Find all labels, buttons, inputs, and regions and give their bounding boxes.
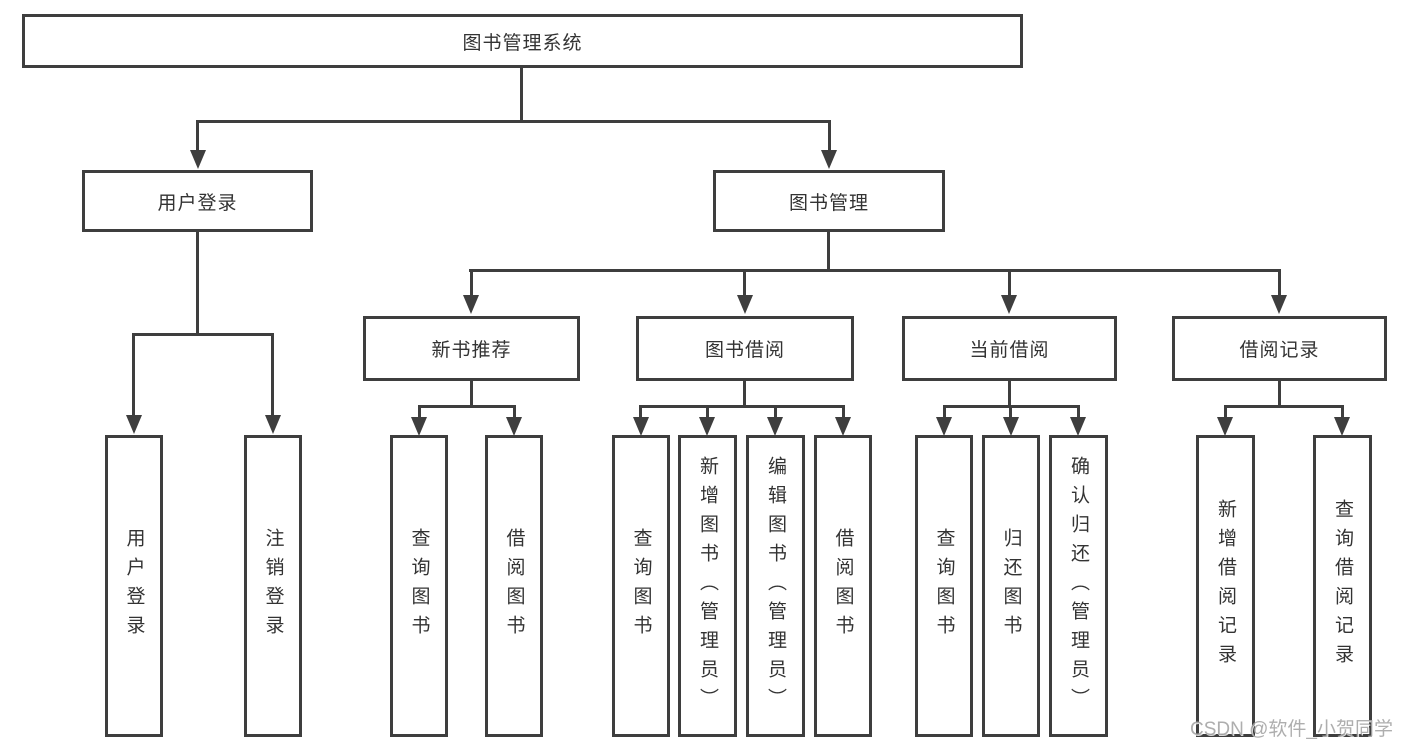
leaf-borrow-query-books: 查询图书 bbox=[612, 435, 670, 737]
leaf-newbook-borrow-books: 借阅图书 bbox=[485, 435, 543, 737]
node-new-book-recommend-label: 新书推荐 bbox=[431, 340, 512, 361]
leaf-return-books: 归还图书 bbox=[982, 435, 1040, 737]
connector-newbook-stem bbox=[470, 381, 473, 408]
arrow-down-icon bbox=[1271, 295, 1287, 314]
leaf-logout: 注销登录 bbox=[244, 435, 302, 737]
leaf-user-login-label: 用户登录 bbox=[123, 528, 145, 644]
leaf-borrow-borrow-books: 借阅图书 bbox=[814, 435, 872, 737]
leaf-add-books-admin-label: 新增图书（管理员） bbox=[697, 455, 718, 717]
arrow-down-icon bbox=[737, 295, 753, 314]
arrow-down-icon bbox=[1334, 417, 1350, 436]
node-user-login-label: 用户登录 bbox=[157, 192, 238, 214]
connector-drop-leaf bbox=[1009, 405, 1012, 419]
leaf-current-query-books: 查询图书 bbox=[915, 435, 973, 737]
connector-drop-leaf bbox=[271, 333, 274, 416]
leaf-newbook-borrow-books-label: 借阅图书 bbox=[503, 528, 525, 644]
connector-drop-leaf bbox=[418, 405, 421, 419]
connector-drop-leaf bbox=[842, 405, 845, 419]
arrow-down-icon bbox=[265, 415, 281, 434]
leaf-query-borrow-record: 查询借阅记录 bbox=[1313, 435, 1372, 737]
node-book-mgmt: 图书管理 bbox=[713, 170, 945, 232]
connector-drop-leaf bbox=[706, 405, 709, 419]
arrow-down-icon bbox=[1003, 417, 1019, 436]
leaf-logout-label: 注销登录 bbox=[262, 528, 284, 644]
leaf-add-borrow-record-label: 新增借阅记录 bbox=[1215, 499, 1236, 673]
connector-records-stem bbox=[1278, 381, 1281, 408]
connector-drop-bookborrow bbox=[743, 269, 746, 297]
connector-drop-leaf bbox=[132, 333, 135, 416]
node-user-login: 用户登录 bbox=[82, 170, 313, 232]
connector-drop-book-mgmt bbox=[828, 120, 831, 152]
connector-bookborrow-bar bbox=[639, 405, 845, 408]
leaf-user-login: 用户登录 bbox=[105, 435, 163, 737]
arrow-down-icon bbox=[1070, 417, 1086, 436]
arrow-down-icon bbox=[767, 417, 783, 436]
connector-currentborrow-stem bbox=[1008, 381, 1011, 408]
connector-drop-leaf bbox=[774, 405, 777, 419]
connector-userlogin-stem bbox=[196, 232, 199, 336]
connector-drop-currentborrow bbox=[1008, 269, 1011, 297]
arrow-down-icon bbox=[126, 415, 142, 434]
leaf-current-query-books-label: 查询图书 bbox=[933, 528, 955, 644]
connector-drop-leaf bbox=[1341, 405, 1344, 419]
arrow-down-icon bbox=[936, 417, 952, 436]
arrow-down-icon bbox=[463, 295, 479, 314]
connector-bookmgmt-bar bbox=[469, 269, 1281, 272]
node-book-borrow: 图书借阅 bbox=[636, 316, 854, 381]
node-root: 图书管理系统 bbox=[22, 14, 1023, 68]
arrow-down-icon bbox=[1001, 295, 1017, 314]
leaf-confirm-return-admin: 确认归还（管理员） bbox=[1049, 435, 1108, 737]
leaf-query-borrow-record-label: 查询借阅记录 bbox=[1332, 499, 1353, 673]
arrow-down-icon bbox=[633, 417, 649, 436]
arrow-down-icon bbox=[699, 417, 715, 436]
arrow-down-icon bbox=[821, 150, 837, 169]
arrow-down-icon bbox=[506, 417, 522, 436]
leaf-return-books-label: 归还图书 bbox=[1000, 528, 1022, 644]
leaf-newbook-query-books: 查询图书 bbox=[390, 435, 448, 737]
connector-drop-leaf bbox=[1224, 405, 1227, 419]
node-borrow-records-label: 借阅记录 bbox=[1239, 340, 1320, 361]
leaf-newbook-query-books-label: 查询图书 bbox=[408, 528, 430, 644]
leaf-borrow-borrow-books-label: 借阅图书 bbox=[832, 528, 854, 644]
arrow-down-icon bbox=[1217, 417, 1233, 436]
node-current-borrow: 当前借阅 bbox=[902, 316, 1117, 381]
csdn-watermark: CSDN @软件_小贺同学 bbox=[1190, 719, 1393, 740]
arrow-down-icon bbox=[411, 417, 427, 436]
connector-drop-leaf bbox=[943, 405, 946, 419]
leaf-edit-books-admin: 编辑图书（管理员） bbox=[746, 435, 805, 737]
connector-root-bar bbox=[196, 120, 831, 123]
connector-drop-leaf bbox=[1077, 405, 1080, 419]
node-root-label: 图书管理系统 bbox=[462, 32, 583, 54]
connector-drop-leaf bbox=[639, 405, 642, 419]
connector-bookmgmt-stem bbox=[827, 232, 830, 272]
leaf-add-borrow-record: 新增借阅记录 bbox=[1196, 435, 1255, 737]
leaf-add-books-admin: 新增图书（管理员） bbox=[678, 435, 737, 737]
connector-bookborrow-stem bbox=[743, 381, 746, 408]
connector-root-stem bbox=[520, 68, 523, 120]
leaf-edit-books-admin-label: 编辑图书（管理员） bbox=[765, 455, 786, 717]
connector-drop-records bbox=[1278, 269, 1281, 297]
leaf-borrow-query-books-label: 查询图书 bbox=[630, 528, 652, 644]
connector-drop-newbook bbox=[470, 269, 473, 297]
connector-drop-leaf bbox=[513, 405, 516, 419]
arrow-down-icon bbox=[190, 150, 206, 169]
node-book-mgmt-label: 图书管理 bbox=[788, 192, 869, 214]
leaf-confirm-return-admin-label: 确认归还（管理员） bbox=[1068, 455, 1089, 717]
node-new-book-recommend: 新书推荐 bbox=[363, 316, 580, 381]
connector-userlogin-bar bbox=[132, 333, 274, 336]
node-book-borrow-label: 图书借阅 bbox=[704, 340, 785, 361]
node-borrow-records: 借阅记录 bbox=[1172, 316, 1387, 381]
connector-records-bar bbox=[1224, 405, 1344, 408]
connector-newbook-bar bbox=[418, 405, 516, 408]
connector-drop-user-login bbox=[196, 120, 199, 152]
node-current-borrow-label: 当前借阅 bbox=[969, 340, 1050, 361]
arrow-down-icon bbox=[835, 417, 851, 436]
